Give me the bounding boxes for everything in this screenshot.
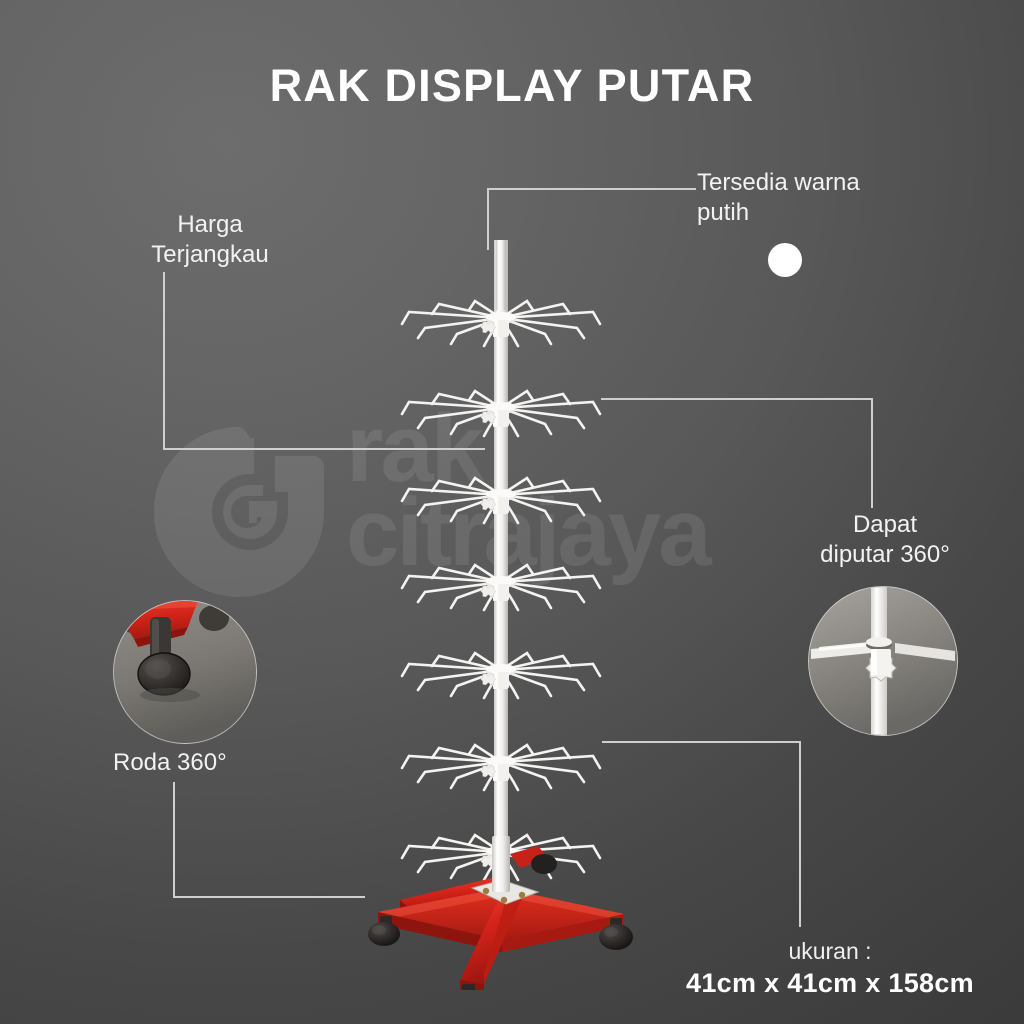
callout-label-tersedia-warna-putih: Tersedia warna putih — [697, 169, 860, 227]
connector-line-size-vertical — [799, 741, 801, 927]
size-label: ukuran : — [788, 938, 872, 964]
callout-label-dapat-diputar-360: Dapat diputar 360° — [820, 511, 950, 569]
caster-wheel-front — [462, 984, 475, 990]
rack-illustration — [368, 240, 633, 990]
rack-base — [368, 836, 633, 990]
connector-line-dapat-vertical — [871, 398, 873, 508]
connector-line-harga-vertical — [163, 272, 165, 450]
caster-wheel-left — [368, 916, 400, 946]
caster-wheel-photo-inset — [113, 600, 257, 744]
connector-line-size-horizontal — [602, 741, 801, 743]
rotating-joint-photo-inset — [808, 586, 958, 736]
callout-label-harga-terjangkau: Harga Terjangkau — [151, 211, 269, 269]
color-swatch-white — [768, 243, 802, 277]
page-title: RAK DISPLAY PUTAR — [269, 60, 755, 111]
size-block: ukuran : 41cm x 41cm x 158cm — [675, 938, 985, 999]
product-image-rotating-display-rack — [352, 240, 652, 990]
connector-line-harga-horizontal — [163, 448, 485, 450]
connector-line-dapat-horizontal — [601, 398, 873, 400]
callout-label-roda-360: Roda 360° — [113, 749, 227, 776]
connector-line-tersedia-vertical — [487, 188, 489, 250]
connector-line-tersedia-horizontal — [487, 188, 696, 190]
caster-wheel-right — [599, 918, 633, 950]
caster-wheel-back — [531, 854, 557, 874]
rotating-joint-illustration — [809, 587, 957, 735]
connector-line-roda-vertical — [173, 782, 175, 898]
size-value: 41cm x 41cm x 158cm — [686, 968, 974, 998]
caster-wheel-illustration — [114, 601, 256, 743]
connector-line-roda-horizontal — [173, 896, 365, 898]
